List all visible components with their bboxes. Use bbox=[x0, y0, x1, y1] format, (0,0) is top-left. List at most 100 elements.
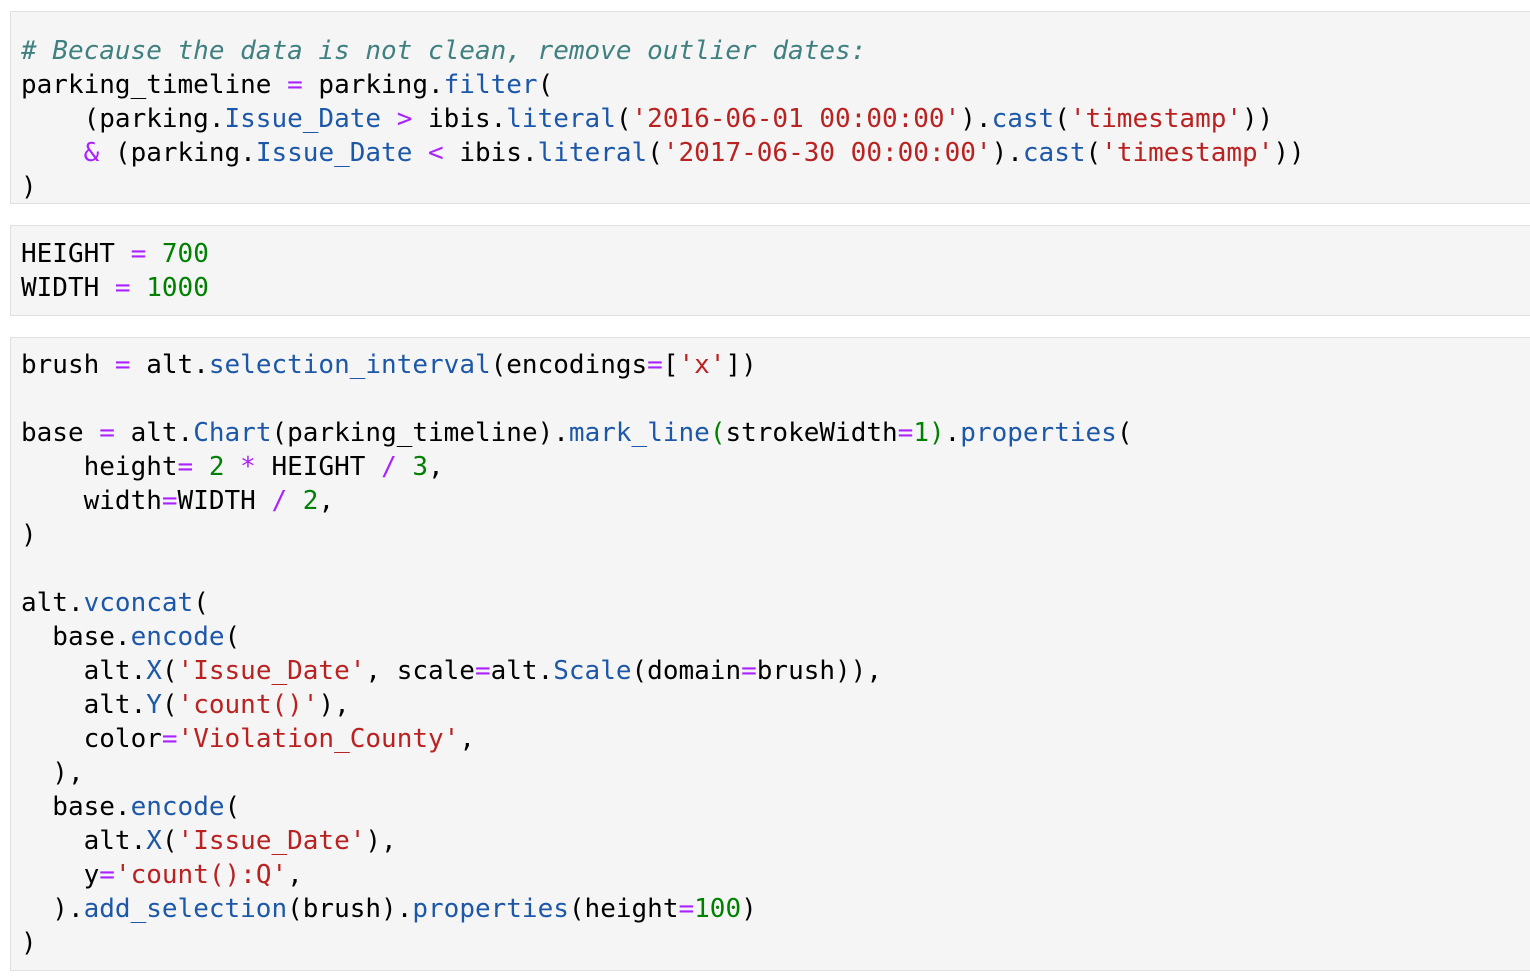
code-token-text: base bbox=[21, 418, 100, 448]
code-line: base = alt.Chart(parking_timeline).mark_… bbox=[21, 416, 1530, 450]
code-line: alt.Y('count()'), bbox=[21, 688, 1530, 722]
code-token-text bbox=[287, 486, 303, 516]
code-token-text: alt. bbox=[21, 826, 147, 856]
code-line: # Because the data is not clean, remove … bbox=[21, 34, 1530, 68]
code-token-attr: properties bbox=[412, 894, 569, 924]
code-token-num: 1 bbox=[913, 418, 929, 448]
code-token-attr: mark_line bbox=[568, 418, 710, 448]
code-token-text: ( bbox=[193, 588, 209, 618]
code-token-text: (parking. bbox=[99, 138, 256, 168]
code-token-attr: Y bbox=[146, 690, 162, 720]
code-line: ) bbox=[21, 926, 1530, 960]
code-token-op: = bbox=[99, 418, 115, 448]
code-token-text: strokeWidth bbox=[725, 418, 898, 448]
code-token-num: 3 bbox=[412, 452, 429, 482]
code-token-attr: cast bbox=[991, 104, 1055, 134]
code-line: width=WIDTH / 2, bbox=[21, 484, 1530, 518]
code-token-text: ( bbox=[224, 622, 241, 652]
code-token-text bbox=[397, 452, 413, 482]
code-token-op: / bbox=[381, 452, 397, 482]
code-token-op: & bbox=[83, 138, 100, 168]
code-token-text: brush bbox=[21, 350, 115, 380]
code-token-text: ibis. bbox=[443, 138, 538, 168]
code-token-text: ), bbox=[21, 758, 84, 788]
code-line bbox=[21, 552, 1530, 586]
code-token-op: * bbox=[240, 452, 256, 482]
code-token-text: alt. bbox=[114, 418, 194, 448]
code-token-text: [ bbox=[662, 350, 679, 380]
code-cell-chart[interactable]: brush = alt.selection_interval(encodings… bbox=[10, 337, 1530, 971]
code-token-attr: add_selection bbox=[83, 894, 288, 924]
code-token-text bbox=[131, 273, 147, 303]
code-token-text: alt. bbox=[21, 588, 84, 618]
code-token-text: WIDTH bbox=[177, 486, 272, 516]
code-line: height= 2 * HEIGHT / 3, bbox=[21, 450, 1530, 484]
code-token-text: (encodings bbox=[490, 350, 648, 380]
code-line: color='Violation_County', bbox=[21, 722, 1530, 756]
code-token-text: y bbox=[21, 860, 100, 890]
code-cell-filter[interactable]: # Because the data is not clean, remove … bbox=[10, 11, 1530, 204]
code-token-text: ( bbox=[1054, 104, 1070, 134]
code-token-text: ( bbox=[537, 70, 554, 100]
code-token-text: base. bbox=[21, 622, 131, 652]
code-token-attr: properties bbox=[960, 418, 1117, 448]
code-token-str: '2016-06-01 00:00:00' bbox=[631, 104, 961, 134]
code-token-op: = bbox=[678, 894, 695, 924]
code-line: alt.vconcat( bbox=[21, 586, 1530, 620]
code-token-attr: cast bbox=[1022, 138, 1086, 168]
code-line: ) bbox=[21, 170, 1530, 204]
code-token-attr: vconcat bbox=[83, 588, 194, 618]
code-token-op: = bbox=[114, 273, 131, 303]
code-token-text bbox=[225, 452, 241, 482]
code-token-num: 1000 bbox=[146, 273, 209, 303]
code-editor[interactable]: # Because the data is not clean, remove … bbox=[11, 12, 1530, 204]
code-token-num: ) bbox=[928, 418, 945, 448]
code-token-op: = bbox=[161, 486, 178, 516]
code-token-op: < bbox=[428, 138, 444, 168]
code-token-text: )) bbox=[1242, 104, 1274, 134]
code-token-text: ). bbox=[991, 138, 1023, 168]
code-token-text: . bbox=[944, 418, 961, 448]
code-token-op: = bbox=[474, 656, 491, 686]
code-token-attr: filter bbox=[443, 70, 538, 100]
code-token-text: HEIGHT bbox=[21, 239, 131, 269]
code-token-text: ) bbox=[21, 928, 37, 958]
code-token-str: 'Issue_Date' bbox=[177, 826, 366, 856]
code-token-text: (parking. bbox=[21, 104, 225, 134]
code-token-text: (brush). bbox=[287, 894, 413, 924]
code-token-comment: # Because the data is not clean, remove … bbox=[21, 36, 867, 66]
code-editor[interactable]: brush = alt.selection_interval(encodings… bbox=[11, 338, 1530, 960]
code-token-attr: Chart bbox=[193, 418, 272, 448]
code-line: alt.X('Issue_Date', scale=alt.Scale(doma… bbox=[21, 654, 1530, 688]
code-token-text: ( bbox=[1085, 138, 1102, 168]
code-token-text: , bbox=[318, 486, 335, 516]
code-token-text: alt. bbox=[21, 690, 147, 720]
code-token-text: ( bbox=[647, 138, 663, 168]
code-token-text: ) bbox=[21, 172, 37, 202]
code-token-str: 'timestamp' bbox=[1101, 138, 1274, 168]
code-token-attr: Issue_Date bbox=[255, 138, 413, 168]
code-token-text: WIDTH bbox=[21, 273, 115, 303]
code-line: alt.X('Issue_Date'), bbox=[21, 824, 1530, 858]
code-token-str: 'Violation_County' bbox=[177, 724, 460, 754]
code-line bbox=[21, 382, 1530, 416]
code-token-op: = bbox=[287, 70, 303, 100]
code-token-text: , bbox=[428, 452, 444, 482]
code-token-text: ( bbox=[161, 656, 178, 686]
code-token-str: 'Issue_Date' bbox=[177, 656, 366, 686]
code-token-text bbox=[21, 138, 84, 168]
code-token-str: 'timestamp' bbox=[1069, 104, 1243, 134]
code-token-str: 'count():Q' bbox=[114, 860, 288, 890]
code-token-op: = bbox=[177, 452, 194, 482]
code-token-text: ). bbox=[960, 104, 992, 134]
code-token-text: (height bbox=[568, 894, 679, 924]
code-token-num: ( bbox=[709, 418, 726, 448]
code-token-text: alt. bbox=[490, 656, 554, 686]
code-line: ), bbox=[21, 756, 1530, 790]
code-token-text: brush)), bbox=[756, 656, 882, 686]
code-token-text: ), bbox=[365, 826, 397, 856]
code-token-str: 'x' bbox=[678, 350, 726, 380]
code-line: brush = alt.selection_interval(encodings… bbox=[21, 348, 1530, 382]
